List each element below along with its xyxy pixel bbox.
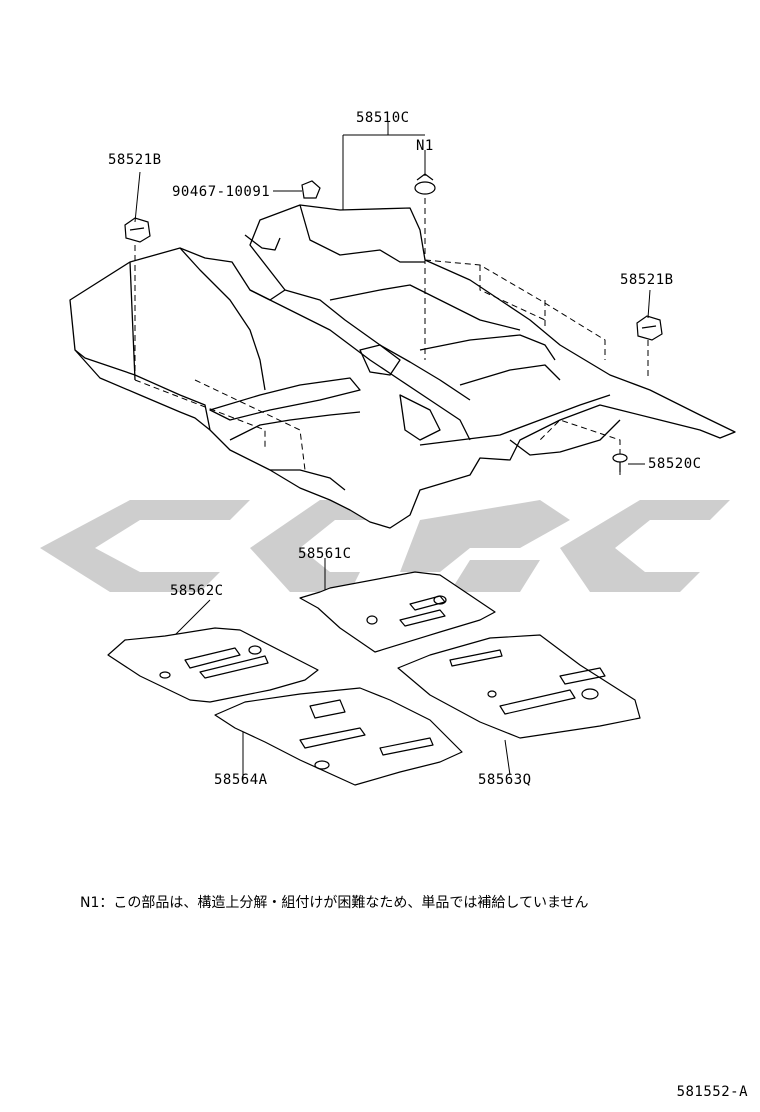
label-pin-clip: 58520C <box>648 456 702 472</box>
label-clip-right: 58521B <box>620 272 674 288</box>
label-clip-left: 58521B <box>108 152 162 168</box>
screw-grommet-icon <box>301 180 321 199</box>
floor-mat-58564A <box>214 687 463 786</box>
label-mat-front-left: 58562C <box>170 583 224 599</box>
clip-left-icon <box>124 217 151 243</box>
label-mat-front-center: 58561C <box>298 546 352 562</box>
label-carpet-assembly: 58510C <box>356 110 410 126</box>
floor-carpet <box>69 204 736 529</box>
pin-clip-icon <box>612 453 628 472</box>
grommet-icon <box>414 173 436 195</box>
dashed-leader-lines <box>134 198 649 475</box>
clip-right-icon <box>636 315 663 341</box>
leader-lines <box>134 122 651 780</box>
label-mat-rear-right: 58563Q <box>478 772 532 788</box>
watermark-logo <box>40 500 730 592</box>
diagram-id: 581552-A <box>676 1084 748 1100</box>
label-mat-rear-left: 58564A <box>214 772 268 788</box>
label-screw-grommet: 90467-10091 <box>172 184 271 200</box>
label-note-marker: N1 <box>416 138 434 154</box>
footnote-text: N1：この部品は、構造上分解・組付けが困難なため、単品では補給していません <box>80 895 589 911</box>
floor-mat-58561C <box>299 571 496 653</box>
floor-mat-58562C <box>107 627 319 703</box>
floor-mat-58563Q <box>397 634 641 739</box>
